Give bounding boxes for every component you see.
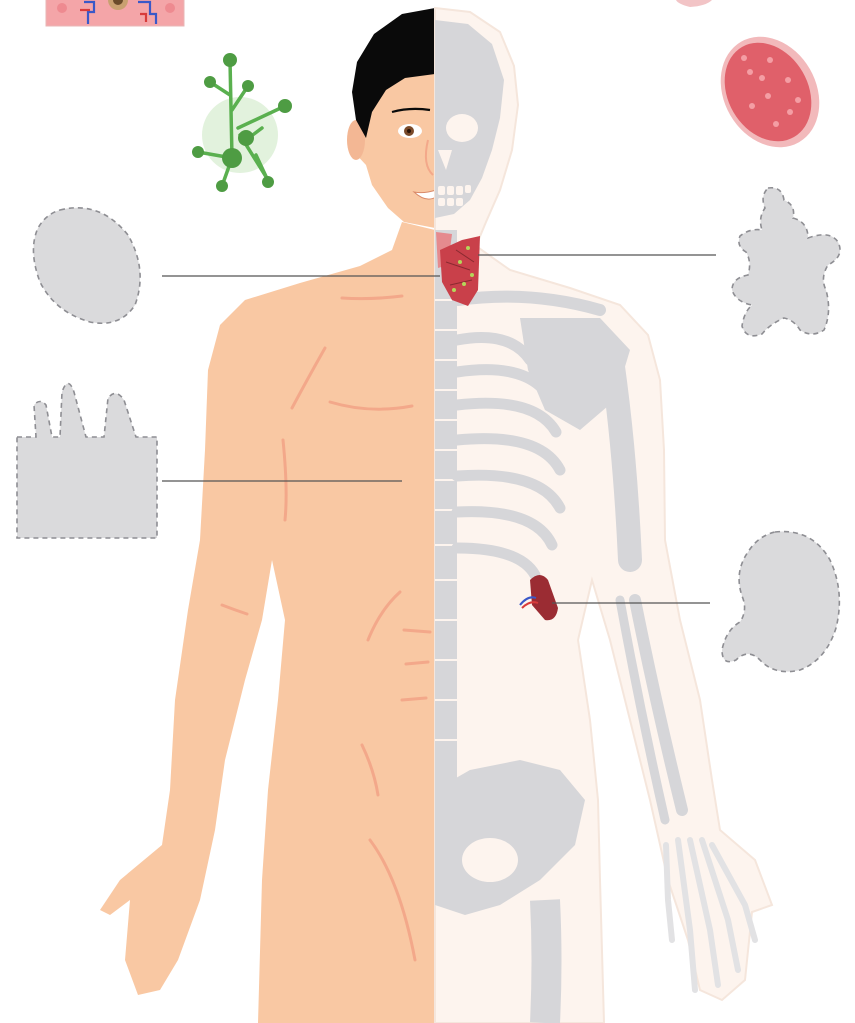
pelvis-opening — [462, 838, 518, 882]
kidney-shaped-placeholder[interactable] — [722, 532, 839, 672]
pupil — [407, 129, 411, 133]
tissue-sample-icon[interactable] — [46, 0, 184, 26]
eye-socket — [446, 114, 478, 142]
skeleton-half — [435, 8, 772, 1023]
neuron-cell-icon[interactable] — [192, 53, 292, 192]
red-blood-cell-icon[interactable] — [701, 19, 839, 165]
round-cell-placeholder[interactable] — [33, 208, 140, 323]
irregular-cell-placeholder[interactable] — [732, 188, 840, 336]
top-edge-cell-fragment — [676, 0, 712, 7]
skin-body — [100, 222, 435, 1023]
femur — [545, 900, 547, 1023]
villi-epithelium-placeholder[interactable] — [17, 384, 157, 539]
